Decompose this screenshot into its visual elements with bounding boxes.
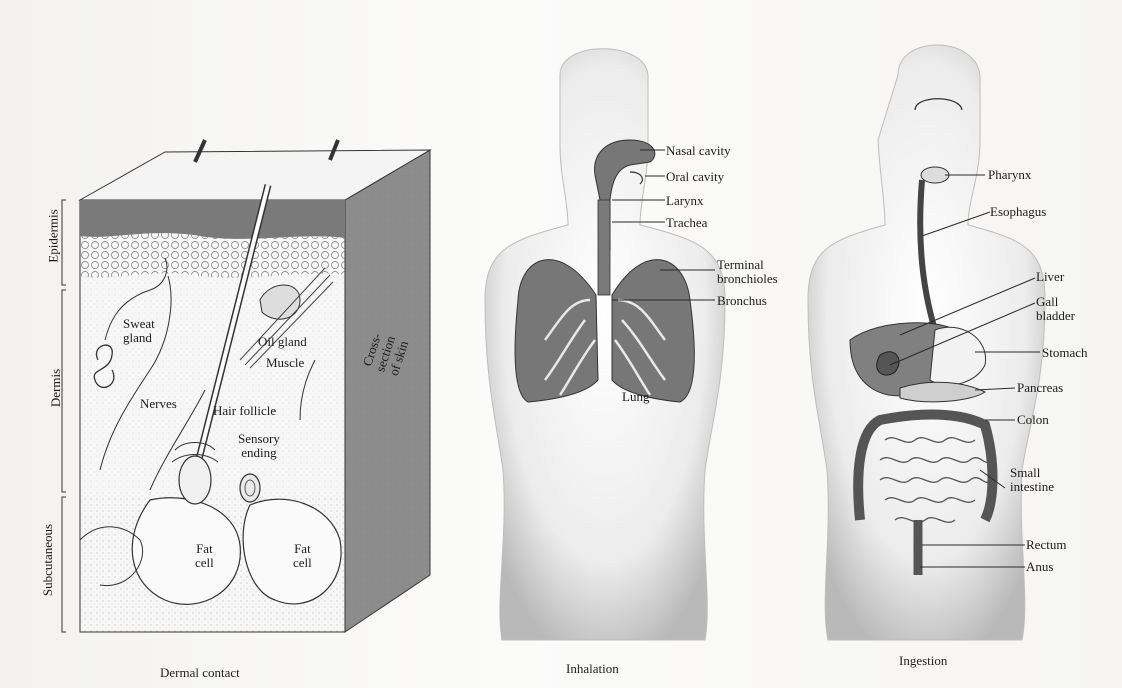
nasal-cavity-label: Nasal cavity (666, 144, 731, 158)
rectum-label: Rectum (1026, 538, 1066, 552)
esophagus-label: Esophagus (990, 205, 1046, 219)
trachea-label: Trachea (666, 216, 707, 230)
dermis-layer-label: Dermis (48, 369, 64, 407)
left-lung (515, 260, 598, 402)
muscle-label: Muscle (266, 356, 304, 370)
oral-cavity-label: Oral cavity (666, 170, 724, 184)
hair-follicle-bulb (179, 456, 211, 504)
lung-label: Lung (622, 390, 649, 404)
stomach-label: Stomach (1042, 346, 1088, 360)
gall-bladder-shape (877, 352, 899, 375)
sensory-ending (240, 474, 260, 502)
anus-label: Anus (1026, 560, 1053, 574)
small-intestine-label: Small intestine (1010, 466, 1054, 494)
trachea (598, 200, 610, 295)
hair-follicle-label: Hair follicle (213, 404, 276, 418)
gall-bladder-label: Gall bladder (1036, 295, 1075, 323)
fat-cell-label-left: Fat cell (195, 542, 214, 570)
colon-label: Colon (1017, 413, 1049, 427)
larynx-label: Larynx (666, 194, 704, 208)
bronchus-label: Bronchus (717, 294, 767, 308)
pancreas-label: Pancreas (1017, 381, 1063, 395)
terminal-bronchioles-label: Terminal bronchioles (717, 258, 778, 286)
right-lung (612, 260, 694, 402)
inhalation-caption: Inhalation (566, 661, 619, 677)
oil-gland-label: Oil gland (258, 335, 307, 349)
nerves-label: Nerves (140, 397, 177, 411)
inhalation-torso (485, 49, 725, 640)
epidermis-layer (80, 200, 345, 239)
dermal-contact-caption: Dermal contact (160, 665, 240, 681)
pharynx-shape (921, 167, 949, 183)
sensory-ending-label: Sensory ending (238, 432, 280, 460)
liver-label: Liver (1036, 270, 1064, 284)
subcutaneous-layer-label: Subcutaneous (40, 524, 56, 596)
fat-cell-label-right: Fat cell (293, 542, 312, 570)
ingestion-caption: Ingestion (899, 653, 947, 669)
sweat-gland-label: Sweat gland (123, 317, 155, 345)
skin-block (62, 140, 430, 632)
ingestion-torso (808, 45, 1045, 640)
pharynx-label: Pharynx (988, 168, 1031, 182)
epidermis-layer-label: Epidermis (46, 209, 62, 262)
